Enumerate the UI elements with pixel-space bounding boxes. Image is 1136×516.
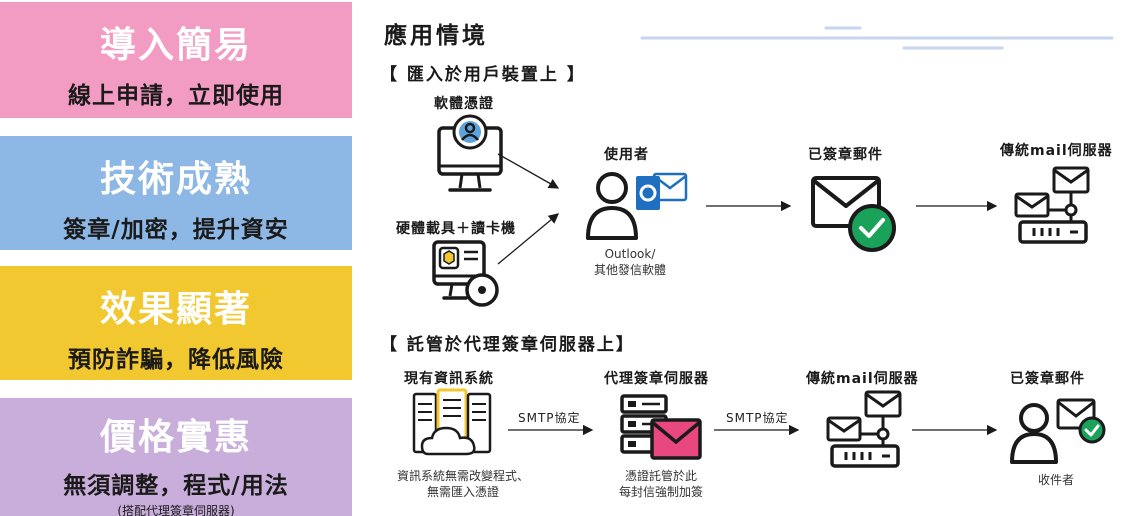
feature-panel-easy: 導入簡易 線上申請，立即使用 (0, 2, 352, 118)
server-cloud-icon (412, 388, 492, 456)
monitor-token-icon (432, 240, 499, 307)
feature-panel-mature: 技術成熟 簽章/加密，提升資安 (0, 136, 352, 250)
panel-subtitle: 線上申請，立即使用 (68, 83, 284, 109)
scenario-title: 應用情境 (384, 23, 488, 49)
arrow-server-to-recipient (912, 424, 998, 436)
arrow-system-to-proxy (508, 424, 594, 436)
section1-title: 【 匯入於用戶裝置上 】 (380, 65, 586, 85)
decorative-lines (640, 26, 1114, 50)
client-note-line2: 其他發信軟體 (593, 263, 666, 277)
arrow-user-to-mail (706, 200, 792, 212)
panel-subtitle: 預防詐騙，降低風險 (68, 347, 284, 373)
recipient-mail-icon (1010, 398, 1106, 464)
mail-server-icon (1014, 166, 1090, 244)
panel-subtitle: 無須調整，程式/用法 (63, 473, 289, 499)
section2-title: 【 託管於代理簽章伺服器上】 (380, 335, 635, 355)
mail-server-label: 傳統mail伺服器 (1000, 143, 1113, 159)
smtp-label-2: SMTP協定 (726, 411, 789, 425)
feature-panel-effective: 效果顯著 預防詐騙，降低風險 (0, 266, 352, 380)
client-note-line1: Outlook/ (604, 247, 656, 261)
signed-envelope-icon (811, 176, 896, 252)
converge-arrows (497, 153, 560, 265)
smtp-label-1: SMTP協定 (518, 411, 581, 425)
panel-subtitle: 簽章/加密，提升資安 (63, 217, 289, 243)
proxy-server-icon (620, 394, 702, 460)
panel-title: 導入簡易 (99, 25, 252, 66)
feature-panel-affordable: 價格實惠 無須調整，程式/用法 (搭配代理簽章伺服器) (0, 398, 352, 516)
proxy-note-line1: 憑證託管於此 (624, 469, 697, 483)
hardware-token-label: 硬體載具＋讀卡機 (396, 221, 516, 237)
panel-title: 效果顯著 (99, 289, 252, 330)
arrow-mail-to-server (916, 200, 998, 212)
signed-mail-label-2: 已簽章郵件 (1010, 371, 1085, 387)
mail-server-label-2: 傳統mail伺服器 (806, 371, 919, 387)
monitor-user-icon (437, 114, 503, 192)
existing-note-line1: 資訊系統無需改變程式、 (396, 469, 529, 483)
recipient-label: 收件者 (1037, 473, 1074, 487)
mail-server-icon-2 (826, 390, 902, 468)
signed-mail-label: 已簽章郵件 (808, 147, 883, 163)
arrow-proxy-to-server (714, 424, 800, 436)
proxy-server-label: 代理簽章伺服器 (604, 371, 709, 387)
existing-note-line2: 無需匯入憑證 (426, 485, 499, 499)
user-label: 使用者 (604, 147, 649, 163)
panel-note: (搭配代理簽章伺服器) (117, 504, 235, 516)
panel-title: 技術成熟 (99, 159, 252, 200)
existing-system-label: 現有資訊系統 (404, 371, 494, 387)
panel-title: 價格實惠 (99, 417, 252, 458)
user-outlook-icon (586, 172, 688, 240)
proxy-note-line2: 每封信強制加簽 (618, 485, 703, 499)
software-cert-label: 軟體憑證 (434, 96, 494, 112)
